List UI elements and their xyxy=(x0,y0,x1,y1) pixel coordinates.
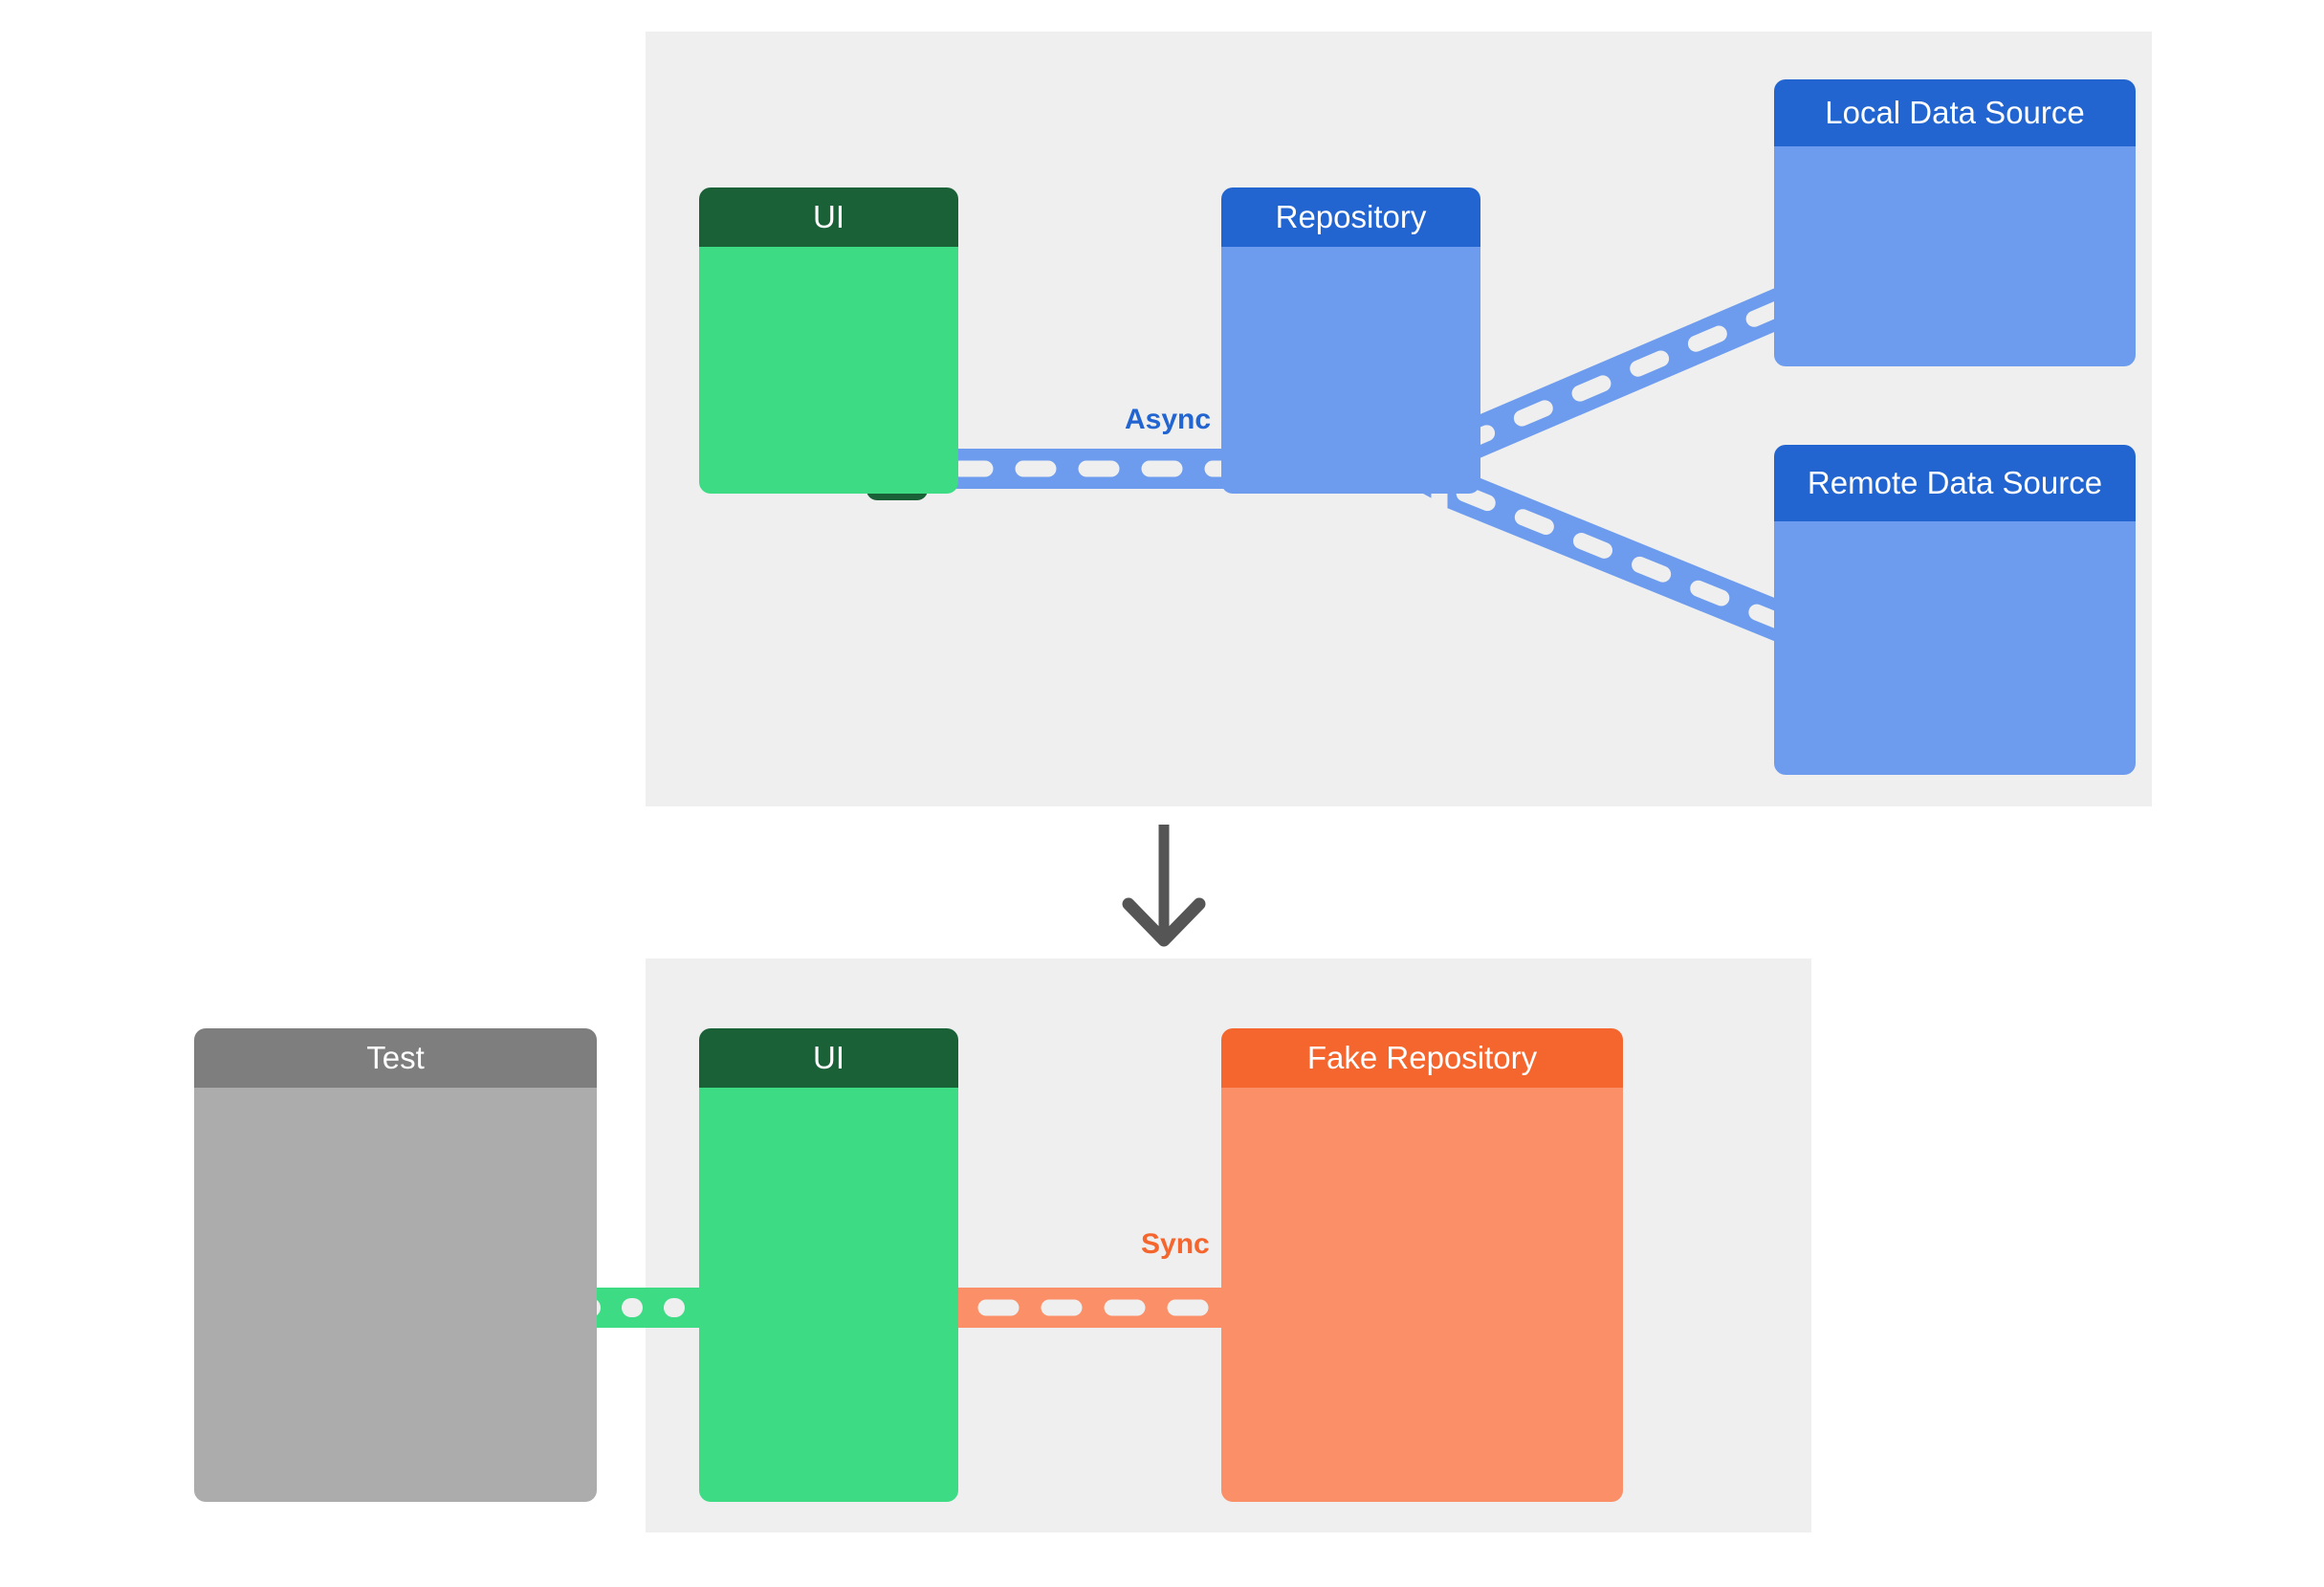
card-title-fake-repository: Fake Repository xyxy=(1221,1028,1623,1088)
card-repository[interactable]: Repository xyxy=(1221,187,1480,494)
card-title-local-data-source: Local Data Source xyxy=(1774,79,2136,146)
downward-flow-arrow-icon xyxy=(1122,825,1206,947)
card-fake-repository[interactable]: Fake Repository xyxy=(1221,1028,1623,1502)
card-remote-data-source[interactable]: Remote Data Source xyxy=(1774,445,2136,775)
card-title-ui-production: UI xyxy=(699,187,958,247)
card-body-test xyxy=(194,1088,597,1502)
card-body-ui-test xyxy=(699,1088,958,1502)
card-ui-test[interactable]: UI xyxy=(699,1028,958,1502)
card-title-repository: Repository xyxy=(1221,187,1480,247)
card-ui-production[interactable]: UI xyxy=(699,187,958,494)
card-body-repository xyxy=(1221,247,1480,494)
card-test[interactable]: Test xyxy=(194,1028,597,1502)
card-title-ui-test: UI xyxy=(699,1028,958,1088)
card-body-local-data-source xyxy=(1774,146,2136,366)
card-title-remote-data-source: Remote Data Source xyxy=(1774,445,2136,521)
card-title-test: Test xyxy=(194,1028,597,1088)
card-body-fake-repository xyxy=(1221,1088,1623,1502)
card-body-remote-data-source xyxy=(1774,521,2136,775)
card-local-data-source[interactable]: Local Data Source xyxy=(1774,79,2136,366)
edge-label-sync: Sync xyxy=(1133,1226,1217,1263)
edge-label-async: Async xyxy=(1117,402,1219,438)
card-body-ui-production xyxy=(699,247,958,494)
